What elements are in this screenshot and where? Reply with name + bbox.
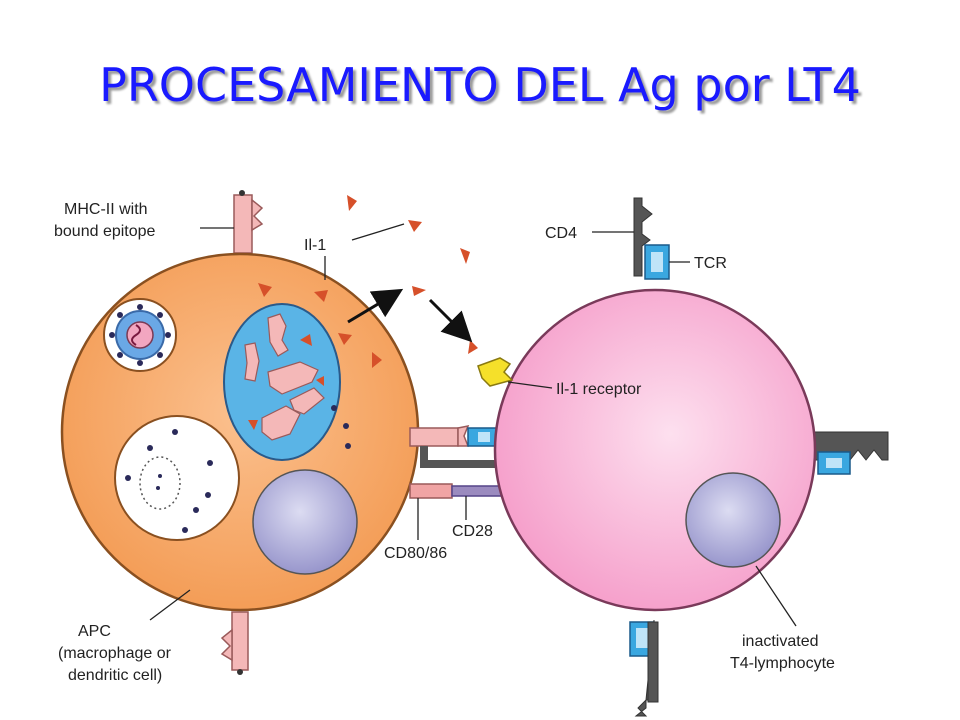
il-1-secreted bbox=[347, 195, 478, 354]
mhc-ii-bottom-receptor bbox=[220, 611, 249, 675]
cd4-top bbox=[633, 197, 653, 277]
label-apc-line1: APC bbox=[78, 623, 111, 640]
label-cd80-86: CD80/86 bbox=[384, 545, 447, 562]
virus-vesicle bbox=[103, 298, 177, 372]
il-1-inside-apc bbox=[258, 283, 382, 368]
arrow-secretion bbox=[347, 288, 404, 324]
phagolysosome bbox=[223, 303, 351, 461]
label-apc-line3: dendritic cell) bbox=[68, 667, 162, 684]
label-t4-line2: T4-lymphocyte bbox=[730, 655, 835, 672]
t4-membrane bbox=[493, 288, 817, 612]
synapse bbox=[409, 424, 506, 540]
cd28-molecule bbox=[451, 485, 503, 497]
leader-lines bbox=[149, 223, 797, 627]
label-t4-line1: inactivated bbox=[742, 633, 819, 650]
label-mhc-line2: bound epitope bbox=[54, 223, 156, 240]
mhc-ii-synapse bbox=[409, 427, 459, 447]
label-apc-line2: (macrophage or bbox=[58, 645, 172, 662]
mhc-ii-top-receptor bbox=[233, 190, 264, 254]
label-cd4: CD4 bbox=[545, 225, 577, 242]
cd4-synapse bbox=[420, 446, 506, 468]
cd80-86-molecule bbox=[409, 483, 453, 499]
apc-cell bbox=[60, 190, 420, 675]
il-1-receptor bbox=[477, 357, 514, 387]
arrow-binding bbox=[428, 298, 473, 343]
label-il1-receptor: Il-1 receptor bbox=[556, 381, 642, 398]
label-mhc-line1: MHC-II with bbox=[64, 201, 148, 218]
t4-nucleus bbox=[685, 472, 781, 568]
endosome bbox=[114, 415, 240, 541]
t4-lymphocyte bbox=[477, 197, 889, 717]
page-title: PROCESAMIENTO DEL Ag por LT4 bbox=[99, 58, 861, 112]
apc-nucleus bbox=[252, 469, 358, 575]
label-cd28: CD28 bbox=[452, 523, 493, 540]
label-tcr: TCR bbox=[694, 255, 727, 272]
label-il1: Il-1 bbox=[304, 237, 326, 254]
